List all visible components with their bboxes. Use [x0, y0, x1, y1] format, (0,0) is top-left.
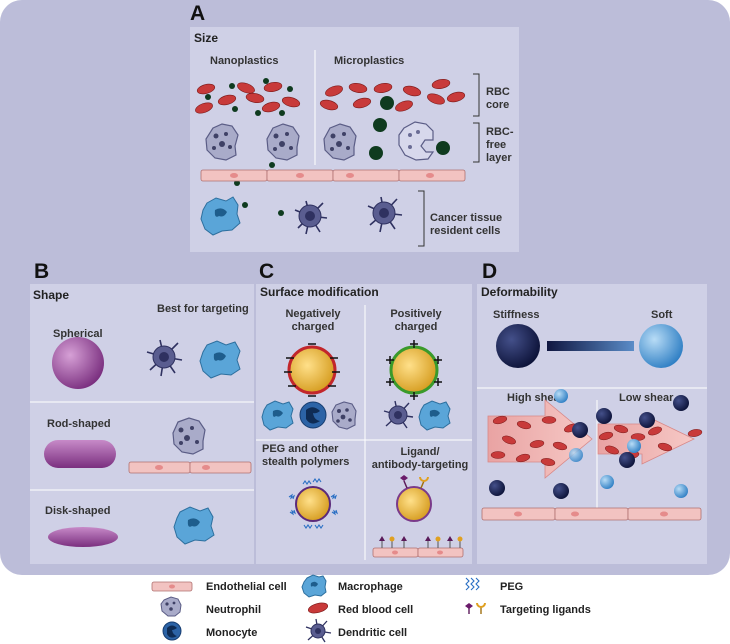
neutrophil-cell: [266, 123, 300, 161]
dendritic-cell: [383, 400, 414, 429]
disk-shaped-particle: [48, 527, 118, 547]
panel-b-title: Shape: [33, 288, 70, 302]
panel-b: [30, 284, 254, 564]
panel-c-title: Surface modification: [260, 285, 379, 299]
red-blood-cell: [325, 85, 343, 97]
panel-d-letter: D: [482, 260, 498, 283]
red-blood-cell: [195, 102, 213, 114]
pegylated-nanoparticle: [288, 478, 339, 529]
red-blood-cell: [348, 83, 368, 93]
legend-rbc-label: Red blood cell: [338, 604, 414, 616]
red-blood-cell: [431, 79, 451, 89]
macrophage-cell: [261, 400, 294, 431]
microplastics-particles: [369, 96, 450, 160]
stiffness-gradient-bar: [547, 341, 634, 351]
high-shear-arrow: [487, 399, 593, 479]
legend-macrophage-icon: [301, 574, 327, 598]
legend-endothelial-label: Endothelial cell: [206, 581, 287, 593]
nanoplastics-label: Nanoplastics: [210, 55, 279, 67]
red-blood-cell: [427, 93, 445, 105]
rod-shaped-particle: [44, 440, 116, 468]
stiff-nanoparticle: [496, 324, 540, 368]
best-for-targeting-label: Best for targeting: [157, 303, 249, 315]
dendritic-cell: [146, 339, 183, 377]
disk-shaped-label: Disk-shaped: [45, 505, 111, 517]
panel-a-title: Size: [194, 31, 219, 45]
neutrophil-cell: [331, 401, 357, 430]
legend-rbc-icon: [307, 602, 329, 614]
neutrophil-cell: [323, 123, 357, 161]
endothelium-c: [372, 536, 464, 558]
rod-shaped-label: Rod-shaped: [47, 418, 111, 430]
red-blood-cell: [261, 101, 281, 113]
negatively-charged-nanoparticle: [284, 343, 340, 397]
panel-d-title: Deformability: [481, 285, 558, 299]
macrophage-cell: [173, 506, 215, 545]
legend-dendritic-cell-icon: [305, 618, 332, 643]
legend-endothelial-cell-icon: [151, 581, 193, 592]
soft-nanoparticle: [639, 324, 683, 368]
legend-dendritic-label: Dendritic cell: [338, 627, 408, 639]
red-blood-cell: [217, 94, 237, 106]
monocyte-cell: [299, 401, 327, 429]
legend-neutrophil-icon: [160, 596, 182, 617]
panel-c-letter: C: [259, 260, 275, 283]
macrophage-cell: [199, 340, 241, 379]
legend-ligands-label: Targeting ligands: [500, 604, 591, 616]
red-blood-cell: [352, 97, 372, 109]
macrophage-cell: [418, 400, 451, 431]
endothelium-a: [200, 169, 466, 182]
nanoplastics-particles: [205, 78, 293, 216]
panel-a-letter: A: [190, 2, 206, 25]
legend-peg-label: PEG: [500, 581, 524, 593]
red-blood-cell: [237, 82, 255, 94]
red-blood-cell: [263, 82, 283, 92]
red-blood-cell: [281, 96, 301, 108]
legend-macrophage-label: Macrophage: [338, 581, 403, 593]
endothelium-b: [128, 461, 252, 474]
red-blood-cell: [402, 85, 422, 97]
ligand-targeting-label: Ligand/antibody-targeting: [371, 446, 469, 471]
red-blood-cell: [373, 83, 393, 93]
red-blood-cell: [319, 99, 339, 111]
neutrophil-cell: [205, 123, 239, 161]
macrophage-cell: [200, 196, 241, 236]
low-shear-label: Low shear: [619, 392, 674, 404]
legend-targeting-ligands-icon: [465, 602, 486, 614]
red-blood-cell: [196, 83, 216, 95]
stiff-particles-in-flow: [489, 395, 689, 499]
dendritic-cell: [294, 200, 328, 235]
red-blood-cell: [395, 100, 413, 112]
neutrophil-phagocytosing: [398, 121, 435, 161]
ligand-targeted-nanoparticle: [396, 475, 432, 522]
zone-brackets: [418, 73, 480, 247]
red-blood-cell: [245, 93, 265, 103]
legend-monocyte-icon: [162, 621, 182, 641]
spherical-particle: [52, 337, 104, 389]
neutrophil-cell: [172, 417, 206, 455]
legend-neutrophil-label: Neutrophil: [206, 604, 261, 616]
high-shear-label: High shear: [507, 392, 564, 404]
soft-particles-in-flow: [554, 389, 688, 498]
legend-monocyte-label: Monocyte: [206, 627, 258, 639]
positively-charged-nanoparticle: [386, 340, 442, 400]
soft-label: Soft: [651, 309, 673, 321]
legend-peg-icon: [465, 577, 480, 591]
stiffness-label: Stiffness: [493, 309, 540, 321]
microplastics-label: Microplastics: [334, 55, 405, 67]
rbc-group-a: [195, 79, 466, 114]
red-blood-cell: [446, 91, 466, 103]
panel-b-letter: B: [34, 260, 50, 283]
spherical-label: Spherical: [53, 328, 103, 340]
endothelium-d: [481, 507, 702, 521]
dendritic-cell: [367, 196, 403, 233]
